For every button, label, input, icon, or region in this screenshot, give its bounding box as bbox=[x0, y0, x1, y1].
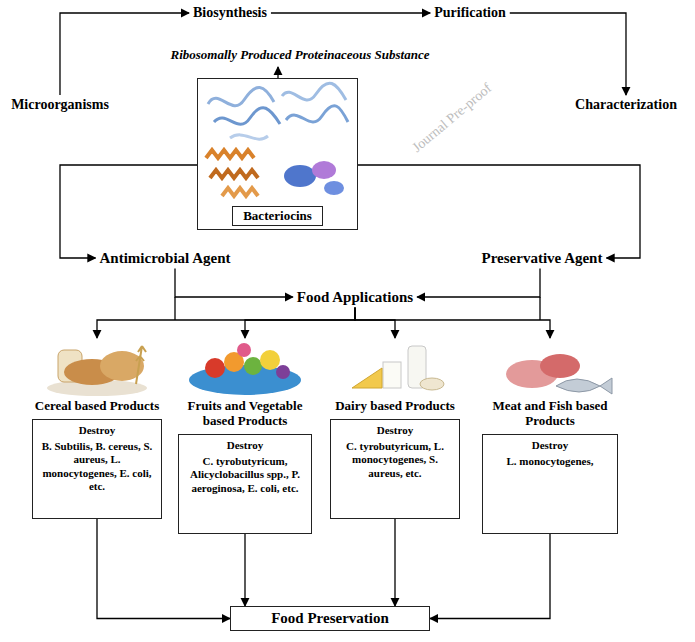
flow-arrow bbox=[355, 308, 395, 339]
step-label: Biosynthesis bbox=[189, 3, 271, 23]
organism-list: C. tyrobutyricum, Alicyclobacillus spp.,… bbox=[184, 455, 306, 496]
hub-label: Food Applications bbox=[293, 287, 417, 308]
cheese-wedge bbox=[352, 368, 382, 388]
destroy-box: Destroy B. Subtilis, B. cereus, S. aureus… bbox=[32, 419, 162, 519]
product-category: Cereal based ProductsDestroy B. Subtilis,… bbox=[32, 338, 162, 519]
protein-ribbon bbox=[282, 83, 346, 100]
step-label: Microorganisms bbox=[7, 95, 113, 115]
node-text: Characterization bbox=[575, 97, 677, 113]
flow-arrow bbox=[510, 13, 626, 95]
organism-list: C. tyrobutyricum, L. monocytogenes, S. a… bbox=[336, 440, 454, 481]
destroy-heading: Destroy bbox=[184, 439, 306, 453]
destroy-heading: Destroy bbox=[488, 439, 612, 453]
dairy-picture bbox=[352, 346, 444, 390]
protein-ribbon bbox=[230, 135, 268, 139]
destroy-heading: Destroy bbox=[336, 424, 454, 438]
protein-ribbon bbox=[208, 87, 274, 105]
flow-arrow bbox=[60, 13, 189, 95]
node-text: Food Preservation bbox=[237, 610, 423, 627]
flow-arrow bbox=[430, 534, 550, 619]
node-text: Antimicrobial Agent bbox=[100, 250, 231, 267]
butter-dish bbox=[420, 378, 444, 390]
fruit-picture bbox=[189, 343, 301, 395]
flow-arrow bbox=[97, 308, 355, 339]
cereal-picture bbox=[47, 346, 147, 396]
fruit-shape bbox=[260, 350, 280, 370]
meat-picture bbox=[506, 354, 612, 394]
step-label: Characterization bbox=[571, 95, 681, 115]
node-text: Bacteriocins bbox=[232, 206, 323, 226]
protein-blob bbox=[324, 181, 344, 195]
product-category: Meat and Fish based ProductsDestroy L. mo… bbox=[482, 338, 618, 534]
node-text: Biosynthesis bbox=[193, 5, 267, 21]
bus-line bbox=[539, 297, 540, 320]
pointer-arrow bbox=[277, 67, 278, 78]
node-text: Preservative Agent bbox=[482, 250, 603, 267]
organism-list: B. Subtilis, B. cereus, S. aureus, L. mo… bbox=[38, 440, 156, 494]
node-text: Food Applications bbox=[297, 289, 413, 306]
organism-list: L. monocytogenes, bbox=[488, 455, 612, 469]
arc-caption: Ribosomally Produced Proteinaceous Subst… bbox=[171, 47, 430, 63]
bacteriocin-box: Bacteriocins bbox=[197, 78, 358, 230]
fruit-shape bbox=[205, 358, 225, 378]
flow-arrow bbox=[417, 269, 540, 298]
node-text: Microorganisms bbox=[11, 97, 109, 113]
flow-arrow bbox=[175, 269, 293, 298]
destroy-box: Destroy C. tyrobutyricum, Alicyclobacillu… bbox=[178, 434, 312, 534]
milk-glass bbox=[383, 362, 401, 388]
meat-slice bbox=[540, 354, 580, 378]
category-heading: Meat and Fish based Products bbox=[482, 398, 618, 428]
protein-blob bbox=[312, 161, 336, 179]
product-category: Fruits and Vegetable based ProductsDestr… bbox=[178, 338, 312, 534]
fruit-shape bbox=[237, 343, 251, 357]
protein-illustration bbox=[206, 83, 348, 196]
category-heading: Cereal based Products bbox=[32, 398, 162, 413]
protein-helix bbox=[222, 188, 258, 196]
bus-line bbox=[174, 297, 175, 320]
category-heading: Dairy based Products bbox=[330, 398, 460, 413]
destroy-box: Destroy C. tyrobutyricum, L. monocytogene… bbox=[330, 419, 460, 519]
protein-ribbon bbox=[286, 106, 348, 122]
agent-label: Antimicrobial Agent bbox=[96, 248, 235, 269]
destroy-heading: Destroy bbox=[38, 424, 156, 438]
flow-arrow bbox=[245, 308, 355, 339]
result-box: Food Preservation bbox=[230, 606, 430, 631]
flow-arrow bbox=[355, 308, 550, 339]
node-text: Purification bbox=[434, 5, 506, 21]
flow-arrow bbox=[394, 519, 395, 606]
flow-arrow bbox=[358, 165, 640, 258]
step-label: Purification bbox=[430, 3, 510, 23]
product-category: Dairy based ProductsDestroy C. tyrobutyri… bbox=[330, 338, 460, 519]
protein-helix bbox=[210, 170, 258, 178]
category-heading: Fruits and Vegetable based Products bbox=[178, 398, 312, 428]
flow-arrow bbox=[60, 165, 197, 258]
fruit-shape bbox=[276, 365, 290, 379]
protein-ribbon bbox=[214, 108, 280, 125]
flow-arrow bbox=[271, 12, 430, 13]
fish-shape bbox=[556, 378, 612, 394]
agent-label: Preservative Agent bbox=[478, 248, 607, 269]
fruit-shape bbox=[244, 357, 262, 375]
protein-blob bbox=[284, 165, 316, 187]
destroy-box: Destroy L. monocytogenes, bbox=[482, 434, 618, 534]
flow-arrow bbox=[244, 534, 245, 606]
protein-helix bbox=[206, 150, 254, 158]
wheat-stalk bbox=[136, 346, 146, 384]
watermark: Journal Pre-proof bbox=[409, 80, 495, 155]
